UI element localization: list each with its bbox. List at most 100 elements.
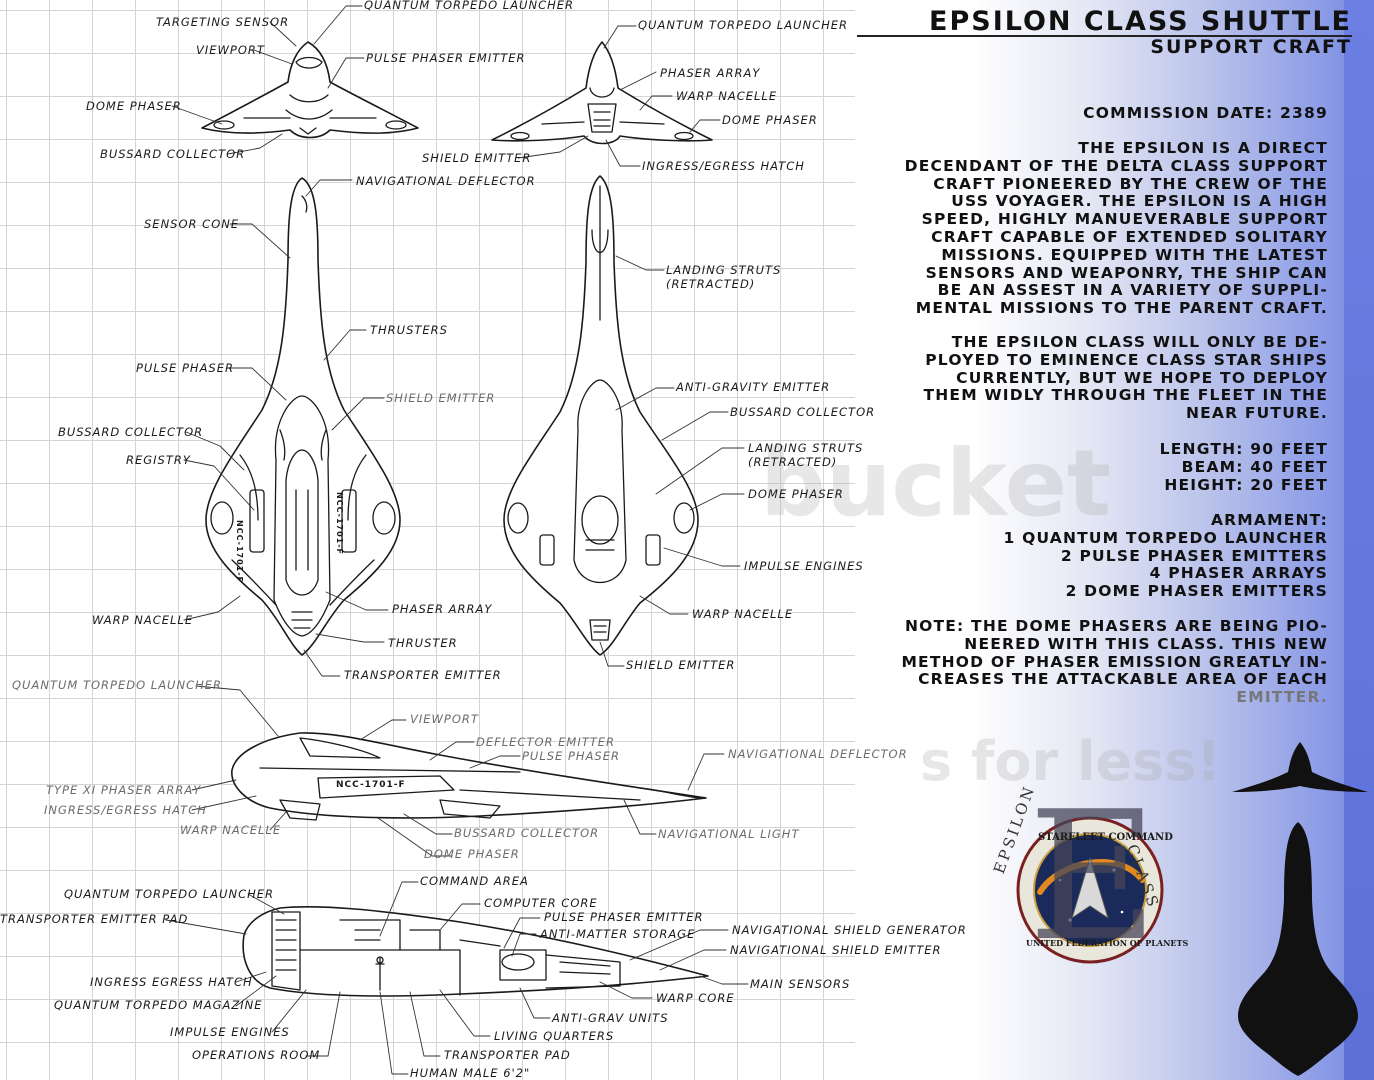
dimensions-block: LENGTH: 90 FEET BEAM: 40 FEET HEIGHT: 20… (1159, 440, 1328, 494)
emblem-ring-bottom: UNITED FEDERATION OF PLANETS (1026, 938, 1189, 948)
callout-label: MAIN SENSORS (750, 977, 851, 991)
text-line: DECENDANT OF THE DELTA CLASS SUPPORT (904, 156, 1328, 175)
title-rule (857, 35, 1352, 37)
text-line: MENTAL MISSIONS TO THE PARENT CRAFT. (915, 299, 1328, 318)
watermark-tagline: s for less! (920, 730, 1222, 793)
callout-label: DOME PHASER (424, 847, 520, 861)
callout-label: HUMAN MALE 6'2" (410, 1066, 531, 1080)
callout-label: DEFLECTOR EMITTER (476, 735, 616, 749)
callout-label: IMPULSE ENGINES (170, 1025, 290, 1039)
callout-label: INGRESS EGRESS HATCH (90, 975, 253, 989)
callout-label: (RETRACTED) (748, 455, 838, 469)
callout-label: QUANTUM TORPEDO LAUNCHER (12, 678, 223, 692)
callout-label: QUANTUM TORPEDO LAUNCHER (638, 18, 849, 32)
note-block: NOTE: THE DOME PHASERS ARE BEING PIO- NE… (901, 617, 1328, 707)
callout-label: PHASER ARRAY (660, 66, 761, 80)
callout-label: SHIELD EMITTER (386, 391, 496, 405)
callout-label: SHIELD EMITTER (422, 151, 532, 165)
callout-label: SENSOR CONE (144, 217, 240, 231)
callout-label: QUANTUM TORPEDO LAUNCHER (64, 887, 275, 901)
page-subtitle: SUPPORT CRAFT (1150, 36, 1352, 58)
description-paragraph-2: THE EPSILON CLASS WILL ONLY BE DE- PLOYE… (923, 333, 1328, 423)
callout-label: QUANTUM TORPEDO MAGAZINE (54, 998, 263, 1012)
dimension-height: HEIGHT: 20 FEET (1164, 475, 1328, 494)
text-line: NEAR FUTURE. (1185, 404, 1328, 423)
callout-label: (RETRACTED) (666, 277, 756, 291)
text-line: SPEED, HIGHLY MANUEVERABLE SUPPORT (921, 210, 1328, 229)
callout-label: INGRESS/EGRESS HATCH (44, 803, 207, 817)
callout-label: PULSE PHASER EMITTER (366, 51, 526, 65)
text-line: BE AN ASSEST IN A VARIETY OF SUPPLI- (937, 281, 1328, 300)
dimension-length: LENGTH: 90 FEET (1159, 440, 1328, 458)
silhouette-front (1232, 742, 1368, 792)
text-line: NOTE: THE DOME PHASERS ARE BEING PIO- (904, 617, 1328, 635)
callout-label: IMPULSE ENGINES (744, 559, 864, 573)
callout-label: NAVIGATIONAL LIGHT (658, 827, 800, 841)
callout-label: COMPUTER CORE (484, 896, 598, 910)
callout-label: PHASER ARRAY (392, 602, 493, 616)
commission-date: COMMISSION DATE: 2389 (1083, 104, 1328, 122)
armament-item: 2 PULSE PHASER EMITTERS (1060, 546, 1328, 565)
callout-label: BUSSARD COLLECTOR (730, 405, 876, 419)
armament-heading: ARMAMENT: (1210, 511, 1328, 529)
dimension-beam: BEAM: 40 FEET (1181, 457, 1328, 476)
callout-label: TYPE XI PHASER ARRAY (46, 783, 202, 797)
text-line: CREASES THE ATTACKABLE AREA OF EACH (918, 670, 1328, 689)
callout-label: TARGETING SENSOR (156, 15, 290, 29)
callout-label: WARP NACELLE (692, 607, 794, 621)
callout-label: VIEWPORT (410, 712, 479, 726)
callout-label: SHIELD EMITTER (626, 658, 736, 672)
callout-label: LIVING QUARTERS (494, 1029, 615, 1043)
callout-label: TRANSPORTER PAD (444, 1048, 571, 1062)
armament-item: 2 DOME PHASER EMITTERS (1065, 582, 1328, 601)
callout-label: PULSE PHASER EMITTER (544, 910, 704, 924)
text-line: SENSORS AND WEAPONRY, THE SHIP CAN (925, 263, 1328, 282)
callout-label: BUSSARD COLLECTOR (100, 147, 246, 161)
text-line: METHOD OF PHASER EMISSION GREATLY IN- (901, 652, 1328, 671)
emblem-letter: E (1028, 773, 1158, 980)
rear-view-ship (491, 41, 713, 145)
callout-label: NAVIGATIONAL SHIELD GENERATOR (732, 923, 967, 937)
registry-marking-right: NCC-1701-F (335, 492, 344, 555)
callout-label: COMMAND AREA (420, 874, 529, 888)
callout-label: LANDING STRUTS (748, 441, 864, 455)
registry-marking-left: NCC-1701-F (235, 520, 244, 583)
watermark-bucket: bucket (760, 430, 1111, 537)
callout-label: QUANTUM TORPEDO LAUNCHER (364, 0, 575, 12)
callout-label: TRANSPORTER EMITTER (344, 668, 502, 682)
text-line: USS VOYAGER. THE EPSILON IS A HIGH (951, 192, 1328, 211)
callout-label: WARP NACELLE (92, 613, 194, 627)
callout-label: ANTI-GRAVITY EMITTER (676, 380, 831, 394)
text-line: MISSIONS. EQUIPPED WITH THE LATEST (941, 245, 1328, 264)
text-line: THE EPSILON IS A DIRECT (1078, 139, 1328, 157)
callout-label: NAVIGATIONAL SHIELD EMITTER (730, 943, 942, 957)
callout-label: THRUSTERS (370, 323, 448, 337)
emblem-ring-top: STARFLEET COMMAND (1038, 832, 1173, 843)
text-line: CURRENTLY, BUT WE HOPE TO DEPLOY (956, 368, 1328, 387)
armament-block: ARMAMENT: 1 QUANTUM TORPEDO LAUNCHER 2 P… (1003, 511, 1328, 601)
text-line: NEERED WITH THIS CLASS. THIS NEW (964, 634, 1328, 653)
callout-label: OPERATIONS ROOM (192, 1048, 321, 1062)
callout-label: PULSE PHASER (136, 361, 234, 375)
callout-label: NAVIGATIONAL DEFLECTOR (356, 174, 536, 188)
top-view-ship (205, 177, 401, 656)
callout-leaders (165, 5, 749, 1075)
callout-label: REGISTRY (126, 453, 191, 467)
callout-label: VIEWPORT (196, 43, 265, 57)
description-paragraph-1: THE EPSILON IS A DIRECT DECENDANT OF THE… (904, 139, 1328, 318)
armament-item: 4 PHASER ARRAYS (1149, 564, 1328, 583)
callout-label: BUSSARD COLLECTOR (454, 826, 600, 840)
right-accent-stripe (1344, 0, 1374, 1080)
callout-label: LANDING STRUTS (666, 263, 782, 277)
side-view-ship (231, 732, 707, 821)
callout-label: NAVIGATIONAL DEFLECTOR (728, 747, 908, 761)
callout-label: WARP NACELLE (180, 823, 282, 837)
callout-label: THRUSTER (388, 636, 458, 650)
callout-label: TRANSPORTER EMITTER PAD (0, 912, 189, 926)
text-line: PLOYED TO EMINENCE CLASS STAR SHIPS (925, 350, 1328, 369)
text-line: EMITTER. (1236, 688, 1328, 707)
callout-label: DOME PHASER (722, 113, 818, 127)
callout-label: WARP CORE (656, 991, 735, 1005)
armament-item: 1 QUANTUM TORPEDO LAUNCHER (1003, 528, 1328, 547)
